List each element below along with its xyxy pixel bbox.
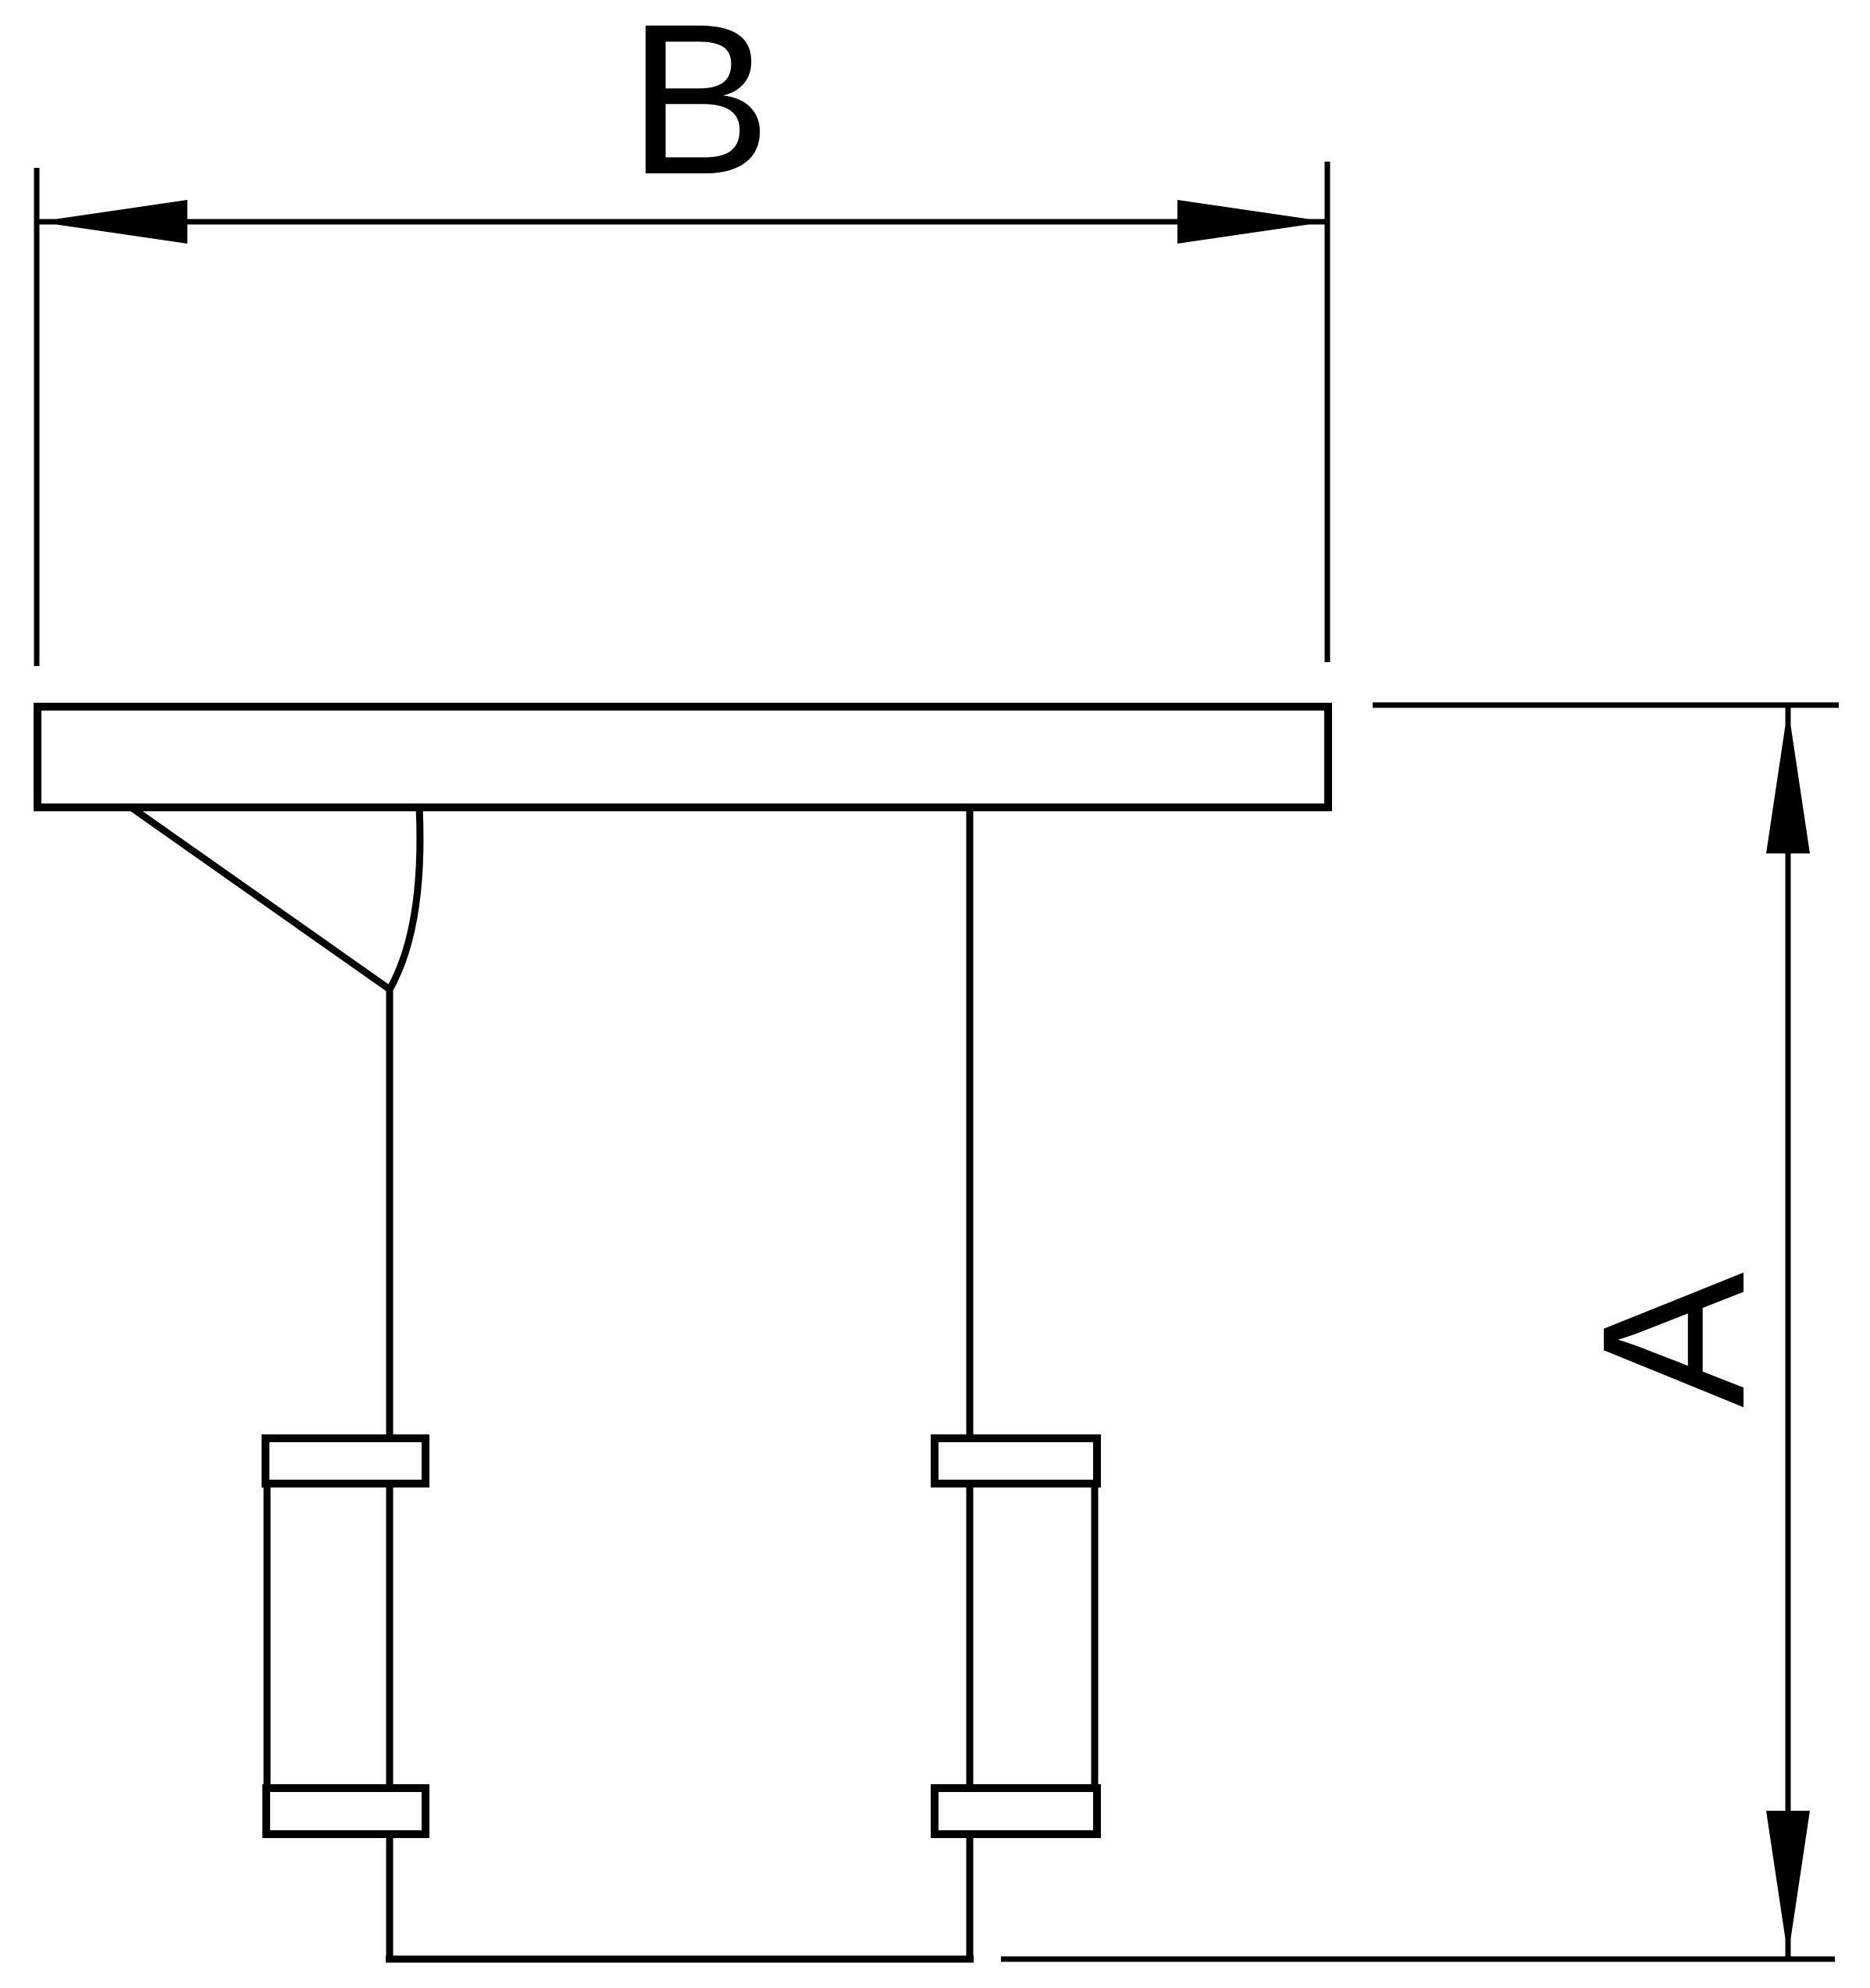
flange-plate [34,703,1332,811]
b-arrowhead-right-icon [1177,200,1327,244]
collar-band-left-top [262,1434,429,1487]
dimension-b: B [34,0,1330,666]
collar-band-right-bottom [931,1784,1101,1838]
collar-band-right-top [931,1434,1101,1487]
fitting-body [34,703,1332,1963]
b-dimension-label: B [628,0,771,219]
dimension-a: A [1001,702,1839,1962]
taper-edge [129,804,392,992]
a-arrowhead-bottom-icon [1766,1811,1810,1957]
fillet-arc [386,807,424,992]
a-arrowhead-top-icon [1766,707,1810,853]
b-arrowhead-left-icon [37,200,187,244]
a-dimension-label: A [1561,1271,1787,1408]
collar-band-left-bottom [262,1784,429,1838]
